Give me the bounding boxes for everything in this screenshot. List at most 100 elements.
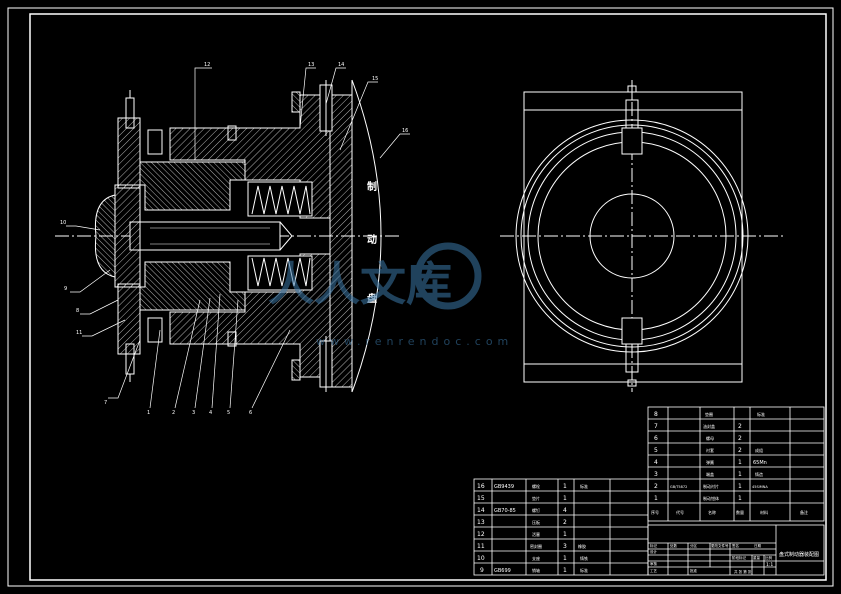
- upper-row-3-name: 端盖: [706, 471, 714, 477]
- watermark-url: www.renrendoc.com: [316, 335, 513, 348]
- lower-row-9-code: GB699: [494, 568, 511, 574]
- callout-13: 13: [308, 62, 314, 68]
- upper-row-8-no: 8: [654, 411, 658, 418]
- upper-header-qty: 数量: [736, 509, 744, 515]
- watermark-logo: [414, 242, 482, 310]
- upper-row-3-qty: 1: [738, 471, 742, 478]
- disc-label: 制 动 盘: [367, 180, 377, 305]
- lower-row-16-code: GB9439: [494, 484, 514, 490]
- upper-flange: [117, 117, 141, 189]
- watermark: 人人文库 www.renrendoc.com: [268, 242, 513, 348]
- parts-list-upper-text: 8 垫圈 标准 7 油封盖 2 6 螺母 2 5 衬套 2 成组 4 弹簧 1 …: [651, 411, 808, 515]
- upper-row-4-no: 4: [654, 459, 658, 466]
- tb-field-approve: 批准: [690, 568, 698, 573]
- upper-row-4-qty: 1: [738, 459, 742, 466]
- title-block: [647, 524, 825, 576]
- lower-row-11-no: 11: [477, 543, 485, 550]
- lower-row-15-no: 15: [477, 495, 485, 502]
- upper-row-1-name: 制动钳体: [703, 495, 719, 501]
- lower-row-9-qty: 1: [563, 567, 567, 574]
- parts-list-lower-text: 16 GB9439 螺栓 1 标准 15 垫片 1 14 GB70-85 螺钉 …: [477, 483, 588, 574]
- lower-row-10-qty: 1: [563, 555, 567, 562]
- upper-row-6-no: 6: [654, 435, 658, 442]
- lower-row-10-no: 10: [477, 555, 485, 562]
- title-block-text: 标记 处数 分区 更改文件号 签名 日期 设计 审核 工艺 批准 阶段标记 重量…: [650, 543, 819, 574]
- callout-4: 4: [209, 410, 212, 416]
- outer-frame: [7, 7, 834, 587]
- upper-row-5-qty: 2: [738, 447, 742, 454]
- parts-list-upper: [647, 406, 825, 522]
- disc-outer-arc: [351, 79, 382, 393]
- tb-field-change: 更改文件号: [711, 543, 729, 548]
- parts-list-lower: [473, 478, 649, 576]
- upper-row-5-note: 成组: [755, 447, 763, 453]
- tb-drawing-title: 盘式制动器装配图: [779, 551, 819, 558]
- upper-row-8-note: 标准: [757, 411, 765, 417]
- inner-frame: [29, 13, 827, 581]
- lower-row-16-name: 螺栓: [532, 483, 540, 489]
- spring-bottom: [251, 257, 311, 287]
- tb-field-sign: 签名: [732, 543, 739, 548]
- end-cap: [114, 184, 141, 288]
- lower-row-14-name: 螺钉: [532, 507, 540, 513]
- callout-9: 9: [64, 286, 67, 292]
- callout-3: 3: [192, 410, 195, 416]
- upper-row-2-qty: 1: [738, 483, 742, 490]
- upper-row-2-name: 制动衬片: [703, 483, 719, 489]
- lower-row-16-qty: 1: [563, 483, 567, 490]
- lower-row-11-note: 橡胶: [578, 543, 586, 549]
- upper-row-6-name: 螺母: [706, 435, 714, 441]
- lower-row-15-name: 垫片: [532, 495, 540, 501]
- hub-circle: [589, 193, 675, 279]
- tb-field-date: 日期: [754, 543, 762, 548]
- callout-7: 7: [104, 400, 107, 406]
- disc-label-char-1: 制: [367, 180, 377, 193]
- lower-row-12-qty: 1: [563, 531, 567, 538]
- disc-label-char-2: 动: [367, 233, 377, 246]
- upper-header-name: 名称: [708, 509, 716, 515]
- lower-row-10-name: 支座: [532, 555, 540, 561]
- upper-row-4-mat: 65Mn: [753, 460, 767, 466]
- lower-row-12-no: 12: [477, 531, 485, 538]
- tb-sheet: 共 张 第 张: [734, 569, 752, 574]
- lower-row-13-no: 13: [477, 519, 485, 526]
- lower-row-9-name: 销轴: [532, 567, 540, 573]
- upper-row-1-no: 1: [654, 495, 658, 502]
- watermark-brand: 人人文库: [268, 257, 452, 311]
- lower-row-16-no: 16: [477, 483, 485, 490]
- callout-labels: 12 13 14 15 16 10 9 8 11 7 1 2 3 4 5 6: [60, 62, 408, 416]
- spring-top: [251, 185, 311, 215]
- lower-row-15-qty: 1: [563, 495, 567, 502]
- tb-field-process: 工艺: [650, 568, 658, 573]
- upper-row-2-no: 2: [654, 483, 658, 490]
- callout-11: 11: [76, 330, 82, 336]
- upper-header-code: 代号: [676, 509, 684, 515]
- tb-field-scale: 比例: [765, 555, 773, 560]
- callout-8: 8: [76, 308, 79, 314]
- callout-16: 16: [402, 128, 408, 134]
- upper-header-mat: 材料: [760, 509, 768, 515]
- upper-row-2-code: GB/T5872: [670, 485, 687, 489]
- upper-row-7-name: 油封盖: [703, 423, 715, 429]
- upper-row-4-name: 弹簧: [706, 459, 714, 465]
- callout-5: 5: [227, 410, 230, 416]
- tb-field-design: 设计: [650, 549, 658, 554]
- piston-top: [139, 161, 246, 211]
- upper-row-5-no: 5: [654, 447, 658, 454]
- section-view: [55, 79, 400, 393]
- lower-row-9-no: 9: [480, 567, 484, 574]
- callout-6: 6: [249, 410, 252, 416]
- upper-header-no: 序号: [651, 509, 659, 515]
- tb-scale-value: 1:1: [766, 562, 773, 568]
- lower-row-9-note: 标准: [580, 567, 588, 573]
- upper-row-1-qty: 1: [738, 495, 742, 502]
- front-view: [500, 80, 785, 392]
- upper-row-5-name: 衬套: [706, 447, 714, 453]
- callout-15: 15: [372, 76, 378, 82]
- lower-row-14-no: 14: [477, 507, 485, 514]
- upper-row-3-no: 3: [654, 471, 658, 478]
- tb-field-stage: 阶段标记: [732, 555, 746, 560]
- dome-cap: [94, 194, 116, 278]
- callout-1: 1: [147, 410, 150, 416]
